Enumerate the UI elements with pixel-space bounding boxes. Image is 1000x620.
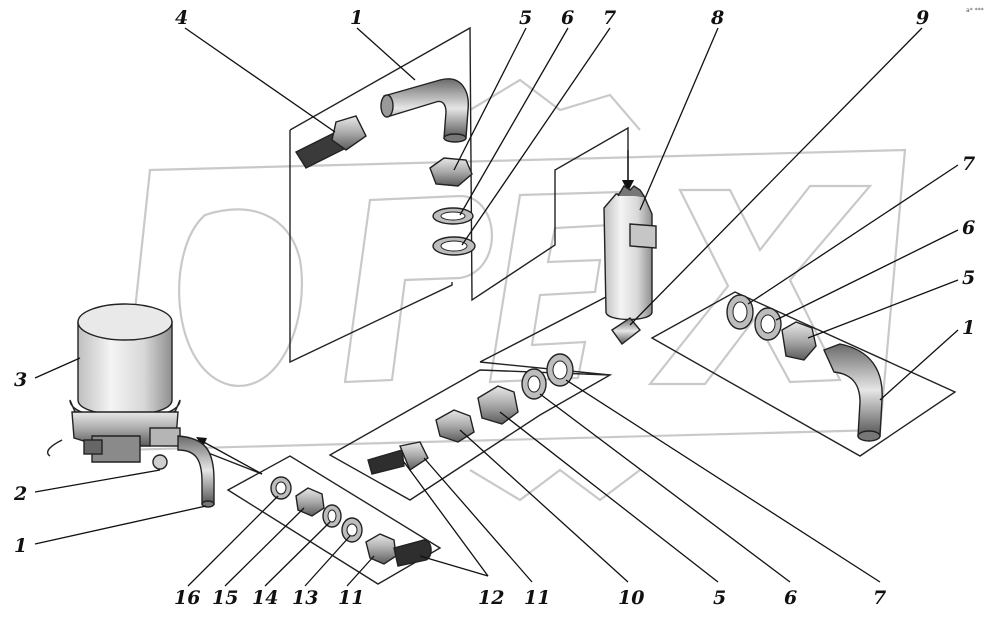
callout-12: 12 (478, 587, 504, 609)
callout-6: 6 (962, 217, 975, 239)
sensor-part-8 (603, 185, 657, 346)
callout-labels: 4 1 5 6 7 8 9 7 6 5 1 3 2 1 16 15 14 13 … (13, 7, 975, 609)
arrow-down-icon (622, 180, 634, 192)
callout-5: 5 (962, 267, 975, 289)
callout-13: 13 (292, 587, 318, 609)
callout-7: 7 (603, 7, 616, 29)
pipe-elbow-top-part-1 (380, 78, 469, 143)
bottom-fittings (270, 476, 432, 567)
callout-1: 1 (350, 7, 363, 29)
air-dryer-part-3 (46, 303, 181, 470)
watermark (118, 78, 907, 502)
callout-11: 11 (524, 587, 550, 609)
right-fittings (726, 294, 883, 442)
pipe-elbow-left-part-1 (177, 435, 215, 508)
callout-16: 16 (174, 587, 200, 609)
callout-7: 7 (962, 153, 975, 175)
callout-15: 15 (212, 587, 238, 609)
callout-5: 5 (519, 7, 532, 29)
callout-1: 1 (962, 317, 975, 339)
callout-8: 8 (710, 7, 724, 29)
arrow-left-icon (196, 437, 207, 447)
leader-lines (34, 27, 959, 587)
callout-6: 6 (561, 7, 574, 29)
flow-arrows (196, 150, 634, 475)
callout-7: 7 (873, 587, 886, 609)
callout-1: 1 (14, 535, 27, 557)
callout-6: 6 (784, 587, 797, 609)
hose-part-4 (294, 115, 367, 169)
corner-mark: a* *** (966, 7, 984, 14)
callout-11: 11 (338, 587, 364, 609)
callout-14: 14 (252, 587, 278, 609)
callout-9: 9 (916, 7, 929, 29)
callout-5: 5 (713, 587, 726, 609)
assembly-outlines (169, 26, 957, 585)
callout-2: 2 (13, 483, 27, 505)
callout-3: 3 (14, 369, 27, 391)
callout-10: 10 (618, 587, 644, 609)
callout-4: 4 (175, 7, 188, 29)
top-fittings (429, 157, 476, 256)
